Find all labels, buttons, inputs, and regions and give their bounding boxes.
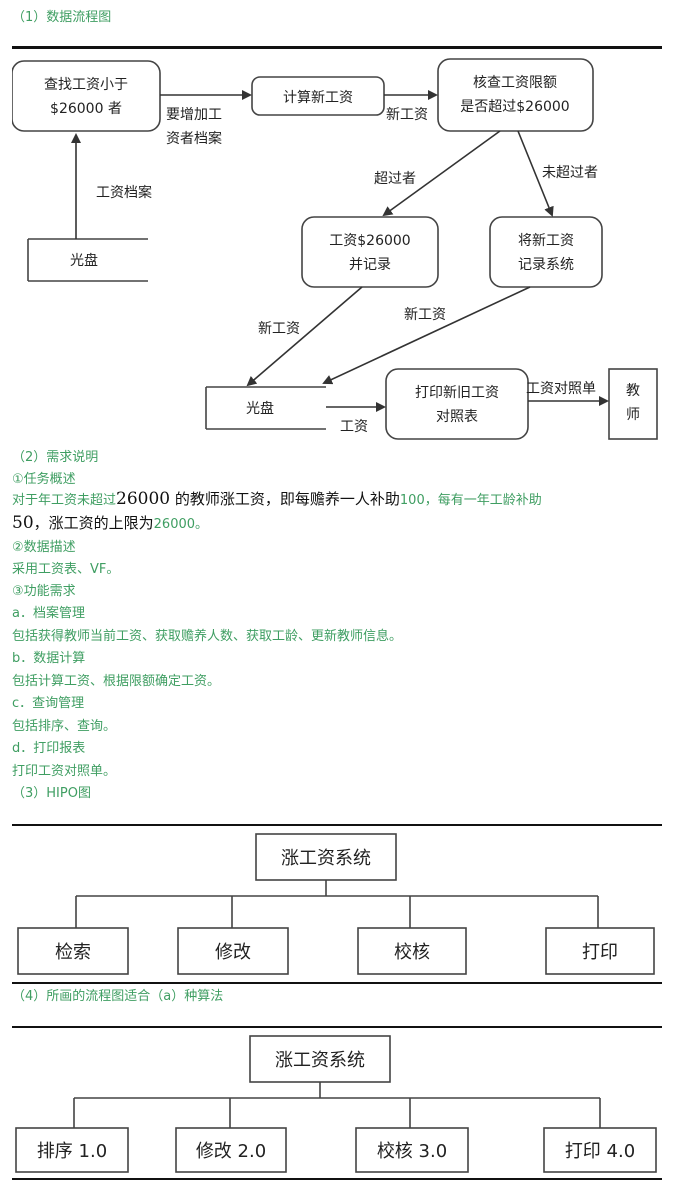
hipo2-child-box-4 [543, 1127, 657, 1173]
box-print [385, 368, 529, 440]
hipo1-child-box-4 [545, 927, 655, 975]
arrow-record-to-disk [246, 286, 363, 387]
hipo1-root-label: 涨工资系统 [281, 848, 371, 869]
box-calc [251, 76, 385, 116]
hipo1-child-label-2: 修改 [215, 942, 251, 963]
data-flow-diagram: 查找工资小于 $26000 者 计算新工资 核查工资限额 是否超过$26000 … [11, 46, 662, 443]
box-calc-label: 计算新工资 [283, 90, 353, 106]
task-text-b2: 的教师涨工资，即每赡养一人补助 [174, 490, 400, 508]
hipo1-child-box-1 [17, 927, 129, 975]
label-add-line2: 资者档案 [166, 130, 222, 147]
hipo2-child-label-1: 排序 1.0 [37, 1141, 107, 1162]
task-text-c: 100，每有一年工龄补助 [399, 493, 542, 508]
box-record-line1: 工资$26000 [329, 233, 410, 249]
label-compare: 工资对照单 [526, 381, 596, 397]
label-newwage-2: 新工资 [258, 321, 300, 337]
box-print-line2: 对照表 [436, 409, 478, 425]
label-wage: 工资 [340, 419, 368, 435]
function-b-text: 包括计算工资、根据限额确定工资。 [12, 674, 221, 689]
box-print-line1: 打印新旧工资 [415, 384, 499, 401]
box-teacher-line1: 教 [626, 383, 640, 399]
function-d-text: 打印工资对照单。 [12, 764, 117, 779]
hipo1-child-box-3 [357, 927, 467, 975]
box-check-line2: 是否超过$26000 [460, 99, 569, 115]
box-check [437, 58, 594, 132]
box-system [489, 216, 603, 288]
hipo2-root-label: 涨工资系统 [275, 1050, 365, 1071]
hipo-diagram-1-svg: 涨工资系统 检索 修改 校核 打印 [17, 833, 655, 975]
box-record [301, 216, 439, 288]
box-record-line2: 并记录 [349, 257, 391, 273]
label-add-line1: 要增加工 [166, 107, 222, 123]
hipo2-root-box [249, 1035, 391, 1083]
function-a-title: a．档案管理 [12, 606, 85, 621]
box-system-line1: 将新工资 [518, 233, 574, 249]
data-flow-diagram-svg: 查找工资小于 $26000 者 计算新工资 核查工资限额 是否超过$26000 … [11, 58, 658, 440]
section-title-requirements: （2）需求说明 [12, 450, 99, 465]
task-overview-line2: 50，涨工资的上限为26000。 [12, 512, 208, 533]
section-title-algorithm: （4）所画的流程图适合（a）种算法 [12, 989, 224, 1004]
box-find [11, 60, 161, 132]
hipo1-child-label-4: 打印 [582, 942, 618, 963]
function-c-text: 包括排序、查询。 [12, 719, 117, 734]
hipo-diagram-2-svg: 涨工资系统 排序 1.0 修改 2.0 校核 3.0 打印 4.0 [15, 1035, 657, 1173]
hipo2-child-label-2: 修改 2.0 [196, 1141, 266, 1162]
hipo2-child-label-3: 校核 3.0 [377, 1141, 447, 1162]
hipo2-child-box-3 [355, 1127, 469, 1173]
hipo2-child-box-1 [15, 1127, 129, 1173]
arrow-check-to-system [517, 130, 554, 217]
box-disk2-label: 光盘 [246, 400, 274, 417]
hipo-diagram-1: 涨工资系统 检索 修改 校核 打印 [12, 824, 662, 984]
task-text-e: 26000。 [153, 517, 209, 532]
task-overview-line1: 对于年工资未超过26000 的教师涨工资，即每赡养一人补助100，每有一年工龄补… [12, 488, 542, 509]
hipo2-child-label-4: 打印 4.0 [565, 1141, 635, 1162]
function-b-title: b．数据计算 [12, 651, 86, 666]
section-title-dfd: （1）数据流程图 [12, 10, 112, 25]
label-newwage-3: 新工资 [404, 307, 446, 323]
function-c-title: c．查询管理 [12, 696, 85, 711]
box-disk1-label: 光盘 [70, 252, 98, 269]
box-teacher [608, 368, 658, 440]
label-notover: 未超过者 [542, 165, 598, 181]
label-archive: 工资档案 [96, 184, 152, 201]
label-over: 超过者 [374, 171, 416, 187]
arrow-check-to-record [382, 130, 501, 217]
task-number-50: 50 [12, 513, 34, 533]
box-system-line2: 记录系统 [518, 257, 574, 273]
function-title: ③功能需求 [12, 584, 76, 599]
hipo1-child-label-3: 校核 [394, 942, 430, 963]
box-find-line1: 查找工资小于 [44, 77, 128, 93]
hipo1-child-label-1: 检索 [55, 942, 91, 963]
data-description-title: ②数据描述 [12, 540, 76, 555]
section-title-hipo: （3）HIPO图 [12, 786, 91, 801]
task-text-d: ，涨工资的上限为 [33, 514, 154, 532]
hipo-diagram-2: 涨工资系统 排序 1.0 修改 2.0 校核 3.0 打印 4.0 [12, 1026, 662, 1180]
data-description-text: 采用工资表、VF。 [12, 562, 120, 577]
box-teacher-line2: 师 [626, 407, 640, 423]
hipo1-child-box-2 [177, 927, 289, 975]
function-a-text: 包括获得教师当前工资、获取赡养人数、获取工龄、更新教师信息。 [12, 629, 403, 644]
hipo2-child-box-2 [175, 1127, 287, 1173]
label-newwage-1: 新工资 [386, 107, 428, 123]
task-number-26000: 26000 [116, 489, 171, 509]
box-check-line1: 核查工资限额 [473, 75, 557, 91]
task-text-a: 对于年工资未超过 [12, 493, 117, 508]
hipo1-root-box [255, 833, 397, 881]
task-overview-title: ①任务概述 [12, 472, 76, 487]
arrow-system-to-disk [322, 286, 531, 385]
function-d-title: d．打印报表 [12, 741, 86, 756]
box-find-line2: $26000 者 [50, 101, 122, 117]
